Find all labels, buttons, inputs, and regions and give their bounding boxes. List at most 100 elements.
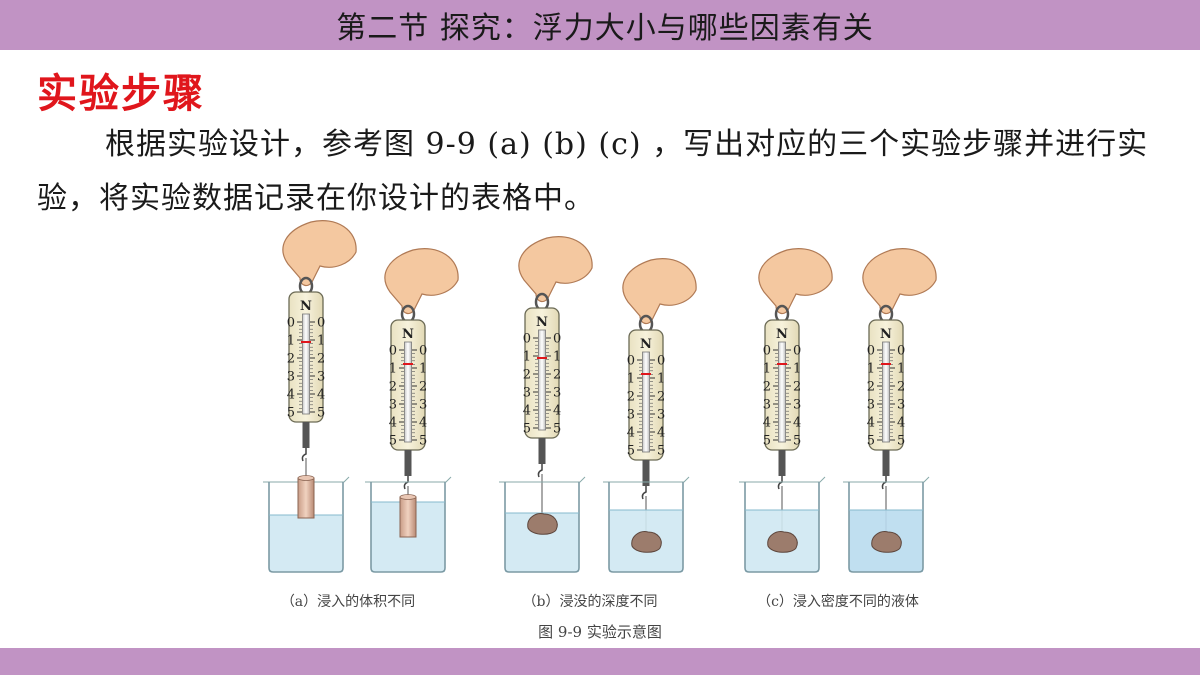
scale-number: 2 (553, 368, 561, 383)
beaker (504, 482, 580, 573)
scale-tube (778, 341, 786, 443)
scale-number: 5 (763, 434, 771, 449)
scale-number: 5 (897, 434, 905, 449)
scale-hook (301, 448, 307, 462)
scale-rod (302, 422, 310, 448)
scale-number: 1 (419, 362, 427, 377)
scale-hook (537, 464, 543, 478)
scale-number: 1 (657, 372, 665, 387)
scale-number: 2 (763, 380, 771, 395)
scale-number: 3 (553, 386, 561, 401)
scale-tube (882, 341, 890, 443)
scale-number: 2 (317, 352, 325, 367)
scale-number: 0 (553, 332, 561, 347)
scale-number: 0 (317, 316, 325, 331)
scale-rod (404, 450, 412, 476)
scale-number: 1 (389, 362, 397, 377)
scale-number: 5 (553, 422, 561, 437)
section-heading: 实验步骤 (37, 70, 205, 117)
caption-a: （a）浸入的体积不同 (281, 594, 415, 610)
beaker (848, 482, 924, 573)
scale-number: 1 (867, 362, 875, 377)
scale-number: 5 (317, 406, 325, 421)
scale-number: 1 (763, 362, 771, 377)
scale-number: 0 (657, 354, 665, 369)
scale-number: 0 (867, 344, 875, 359)
beaker-rim (739, 476, 826, 483)
scale-number: 1 (793, 362, 801, 377)
unit-label: N (640, 337, 652, 352)
scale-number: 4 (793, 416, 801, 431)
scale-number: 4 (419, 416, 427, 431)
hand-icon (282, 220, 357, 287)
scale-hook (641, 486, 647, 500)
scale-number: 3 (627, 408, 635, 423)
scale-number: 2 (793, 380, 801, 395)
hand-icon (518, 236, 593, 303)
beaker (268, 482, 344, 573)
scale-number: 2 (287, 352, 295, 367)
scale-number: 2 (897, 380, 905, 395)
scale-number: 5 (867, 434, 875, 449)
scale-number: 2 (389, 380, 397, 395)
scale-number: 5 (793, 434, 801, 449)
unit-label: N (402, 327, 414, 342)
scale-number: 4 (317, 388, 325, 403)
beaker-rim (263, 476, 350, 483)
unit-label: N (880, 327, 892, 342)
scale-number: 3 (419, 398, 427, 413)
scale-number: 3 (897, 398, 905, 413)
beaker-rim (603, 476, 690, 483)
beaker-rim (365, 476, 452, 483)
scale-tube (642, 351, 650, 453)
beaker-rim (499, 476, 586, 483)
scale-tube (538, 329, 546, 431)
scale-number: 3 (389, 398, 397, 413)
scale-number: 0 (389, 344, 397, 359)
scale-number: 3 (867, 398, 875, 413)
scale-number: 2 (657, 390, 665, 405)
scale-rod (778, 450, 786, 476)
scale-number: 5 (419, 434, 427, 449)
scale-number: 0 (897, 344, 905, 359)
scale-tube (404, 341, 412, 443)
beaker-rim (843, 476, 930, 483)
hand-icon (384, 248, 459, 315)
hand-icon (862, 248, 937, 315)
hand-icon (758, 248, 833, 315)
scale-number: 5 (657, 444, 665, 459)
scale-number: 1 (317, 334, 325, 349)
scale-number: 5 (523, 422, 531, 437)
scale-number: 5 (287, 406, 295, 421)
scale-number: 5 (627, 444, 635, 459)
beaker (370, 482, 446, 573)
instruction-paragraph: 根据实验设计，参考图 9-9 (a) (b) (c) ，写出对应的三个实验步骤并… (37, 127, 1149, 216)
scale-number: 3 (287, 370, 295, 385)
scale-number: 3 (657, 408, 665, 423)
beaker (744, 482, 820, 573)
rock-object (631, 531, 662, 553)
cylinder-object (297, 477, 315, 519)
scale-number: 5 (389, 434, 397, 449)
scale-number: 4 (389, 416, 397, 431)
scale-number: 3 (763, 398, 771, 413)
hand-icon (622, 258, 697, 325)
scale-rod (538, 438, 546, 464)
scale-number: 1 (627, 372, 635, 387)
rock-object (871, 531, 902, 553)
scale-number: 2 (523, 368, 531, 383)
scale-number: 0 (419, 344, 427, 359)
caption-b: （b）浸没的深度不同 (523, 594, 658, 610)
scale-number: 4 (867, 416, 875, 431)
figure-caption: 图 9-9 实验示意图 (538, 623, 662, 641)
beaker (608, 482, 684, 573)
scale-number: 0 (627, 354, 635, 369)
scale-number: 4 (657, 426, 665, 441)
scale-number: 1 (287, 334, 295, 349)
liquid (269, 515, 343, 572)
scale-number: 4 (523, 404, 531, 419)
scale-number: 4 (763, 416, 771, 431)
scale-number: 3 (523, 386, 531, 401)
unit-label: N (536, 315, 548, 330)
